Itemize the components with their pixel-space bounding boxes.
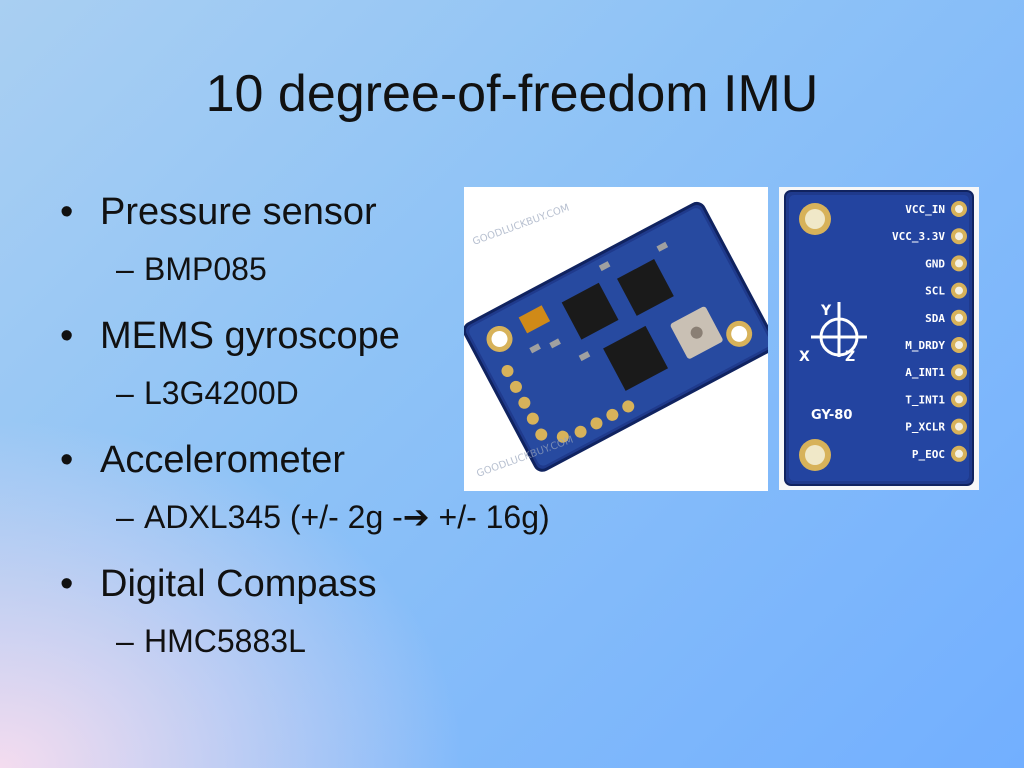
bullet-pressure-sensor: Pressure sensor bbox=[60, 190, 680, 234]
watermark-text: GOODLUCKBUY.COM bbox=[471, 203, 571, 248]
dash: – bbox=[116, 623, 134, 659]
pin-hole bbox=[955, 422, 963, 431]
pin-hole bbox=[955, 259, 963, 268]
pin-hole bbox=[955, 205, 963, 213]
sub-bullet-l3g4200d: – L3G4200D bbox=[60, 374, 680, 412]
pin-label: M_DRDY bbox=[905, 339, 945, 352]
axis-z-label: Z bbox=[845, 349, 855, 365]
pin-label: SDA bbox=[925, 312, 945, 325]
bullet-accelerometer: Accelerometer bbox=[60, 438, 680, 482]
pin-hole bbox=[955, 368, 963, 377]
sub-bullet-text-prefix: ADXL345 (+/- 2g - bbox=[144, 499, 403, 535]
pin-hole bbox=[955, 232, 963, 241]
dash: – bbox=[116, 375, 134, 411]
bullet-list: Pressure sensor – BMP085 MEMS gyroscope … bbox=[60, 190, 680, 686]
arrow-right-icon: ➔ bbox=[402, 499, 430, 535]
imu-board-back-illustration: Y X Z GY-80 VCC_IN VCC_3.3V GND SCL SDA M_DRD… bbox=[784, 190, 974, 486]
axis-y-label: Y bbox=[820, 303, 832, 319]
sub-bullet-hmc5883l: – HMC5883L bbox=[60, 622, 680, 660]
pin-label: A_INT1 bbox=[905, 366, 945, 379]
sub-bullet-text-suffix: +/- 16g) bbox=[429, 499, 550, 535]
sub-bullet-text: HMC5883L bbox=[144, 623, 306, 659]
slide-title: 10 degree-of-freedom IMU bbox=[205, 65, 819, 123]
pin-label: GND bbox=[925, 257, 945, 270]
dash: – bbox=[116, 251, 134, 287]
pin-label: VCC_IN bbox=[905, 203, 945, 216]
dash: – bbox=[116, 499, 134, 535]
pin-hole bbox=[955, 313, 963, 322]
sub-bullet-bmp085: – BMP085 bbox=[60, 250, 680, 288]
imu-board-back-photo: Y X Z GY-80 VCC_IN VCC_3.3V GND SCL SDA M_DRD… bbox=[779, 187, 979, 490]
pin-label: SCL bbox=[925, 285, 945, 298]
pin-hole bbox=[955, 286, 963, 295]
board-model-label: GY-80 bbox=[811, 408, 852, 423]
sub-bullet-text: BMP085 bbox=[144, 251, 267, 287]
pin-header: VCC_IN VCC_3.3V GND SCL SDA M_DRDY A_INT1T_INT… bbox=[892, 201, 967, 462]
pin-label: VCC_3.3V bbox=[892, 230, 945, 243]
sub-bullet-text: L3G4200D bbox=[144, 375, 299, 411]
axis-x-label: X bbox=[799, 349, 810, 365]
pin-label: T_INT1 bbox=[905, 393, 945, 406]
bullet-mems-gyroscope: MEMS gyroscope bbox=[60, 314, 680, 358]
imu-board-front-illustration: GOODLUCKBUY.COM GOODLUCKBUY.COM bbox=[464, 201, 768, 480]
pin-label: P_EOC bbox=[912, 448, 945, 461]
imu-board-front-photo: GOODLUCKBUY.COM GOODLUCKBUY.COM bbox=[464, 187, 768, 491]
pin-hole bbox=[955, 341, 963, 349]
pin-label: P_XCLR bbox=[905, 421, 945, 434]
sub-bullet-adxl345: – ADXL345 (+/- 2g -➔ +/- 16g) bbox=[60, 498, 680, 536]
pin-hole bbox=[955, 395, 963, 404]
bullet-digital-compass: Digital Compass bbox=[60, 562, 680, 606]
pin-hole bbox=[955, 449, 963, 458]
